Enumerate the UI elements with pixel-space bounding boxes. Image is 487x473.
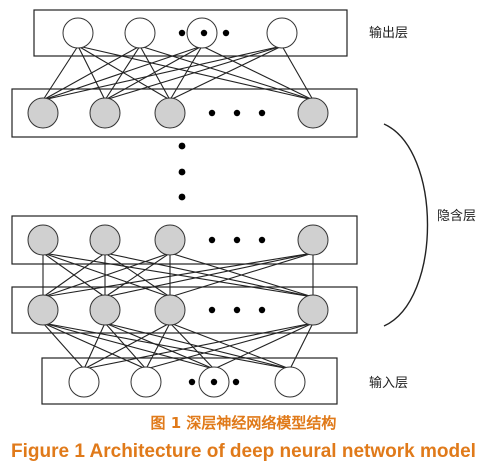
connection-line [42, 322, 215, 370]
output-layer-label: 输出层 [369, 26, 409, 41]
connection-lines [42, 45, 314, 370]
connection-line [104, 322, 147, 370]
hidden-layer-box [11, 286, 358, 334]
ellipsis-dot [233, 109, 241, 117]
connection-line [42, 322, 291, 370]
input-node [68, 366, 100, 398]
connection-line [77, 45, 314, 101]
hidden-node [154, 294, 186, 326]
layer-boxes [11, 9, 358, 405]
ellipsis-dot [258, 109, 266, 117]
connection-line [42, 322, 85, 370]
hidden-node [89, 97, 121, 129]
connection-line [83, 322, 106, 370]
ellipsis-dot [188, 378, 196, 386]
hidden-layer-label: 隐含层 [437, 209, 477, 224]
ellipsis-dot [258, 236, 266, 244]
output-node [62, 17, 94, 49]
connection-line [104, 322, 215, 370]
ellipsis-dot [233, 236, 241, 244]
hidden-node [154, 224, 186, 256]
hidden-layers-brace [383, 123, 429, 327]
connection-line [145, 322, 171, 370]
hidden-layer-box [11, 88, 358, 138]
connection-line [281, 45, 314, 101]
connection-line [169, 252, 314, 298]
ellipsis-dot [222, 29, 230, 37]
connection-line [169, 322, 215, 370]
connection-line [42, 45, 203, 101]
ellipsis-dot [232, 378, 240, 386]
ellipsis-dot [208, 236, 216, 244]
hidden-node [27, 97, 59, 129]
connection-line [213, 322, 314, 370]
connection-line [42, 45, 283, 101]
connection-line [83, 322, 314, 370]
output-layer-box [33, 9, 348, 57]
connection-line [104, 45, 203, 101]
connection-line [83, 322, 171, 370]
connection-line [104, 252, 171, 298]
connection-line [169, 45, 203, 101]
connection-line [201, 45, 314, 101]
ellipsis-dot [210, 378, 218, 386]
connection-line [289, 322, 314, 370]
hidden-node [27, 294, 59, 326]
ellipsis-dot [178, 29, 186, 37]
hidden-node [297, 294, 329, 326]
neurons [27, 17, 329, 398]
vertical-ellipsis-dot [178, 168, 186, 176]
connection-line [42, 252, 106, 298]
hidden-node [89, 224, 121, 256]
connection-line [169, 45, 283, 101]
hidden-layer-box [11, 215, 358, 265]
connection-line [42, 45, 79, 101]
connection-line [104, 252, 314, 298]
connection-line [42, 252, 314, 298]
hidden-node [297, 224, 329, 256]
connection-line [139, 45, 171, 101]
input-node [274, 366, 306, 398]
output-node [266, 17, 298, 49]
connection-line [42, 252, 171, 298]
ellipsis-dot [208, 109, 216, 117]
output-node [124, 17, 156, 49]
connection-line [104, 45, 283, 101]
caption-chinese: 图 1 深层神经网络模型结构 [150, 414, 337, 432]
hidden-node [27, 224, 59, 256]
hidden-node [297, 97, 329, 129]
caption-english: Figure 1 Architecture of deep neural net… [11, 441, 476, 462]
input-layer-box [41, 357, 338, 405]
ellipsis-dot [258, 306, 266, 314]
vertical-ellipsis-dot [178, 142, 186, 150]
ellipsis-dot [233, 306, 241, 314]
hidden-node [89, 294, 121, 326]
input-node [130, 366, 162, 398]
ellipsis-dot [200, 29, 208, 37]
input-layer-label: 输入层 [369, 376, 409, 391]
hidden-node [154, 97, 186, 129]
ellipsis-dot [208, 306, 216, 314]
vertical-ellipsis-dot [178, 193, 186, 201]
connection-line [145, 322, 314, 370]
connection-line [42, 45, 141, 101]
ellipsis-dots [178, 29, 266, 386]
